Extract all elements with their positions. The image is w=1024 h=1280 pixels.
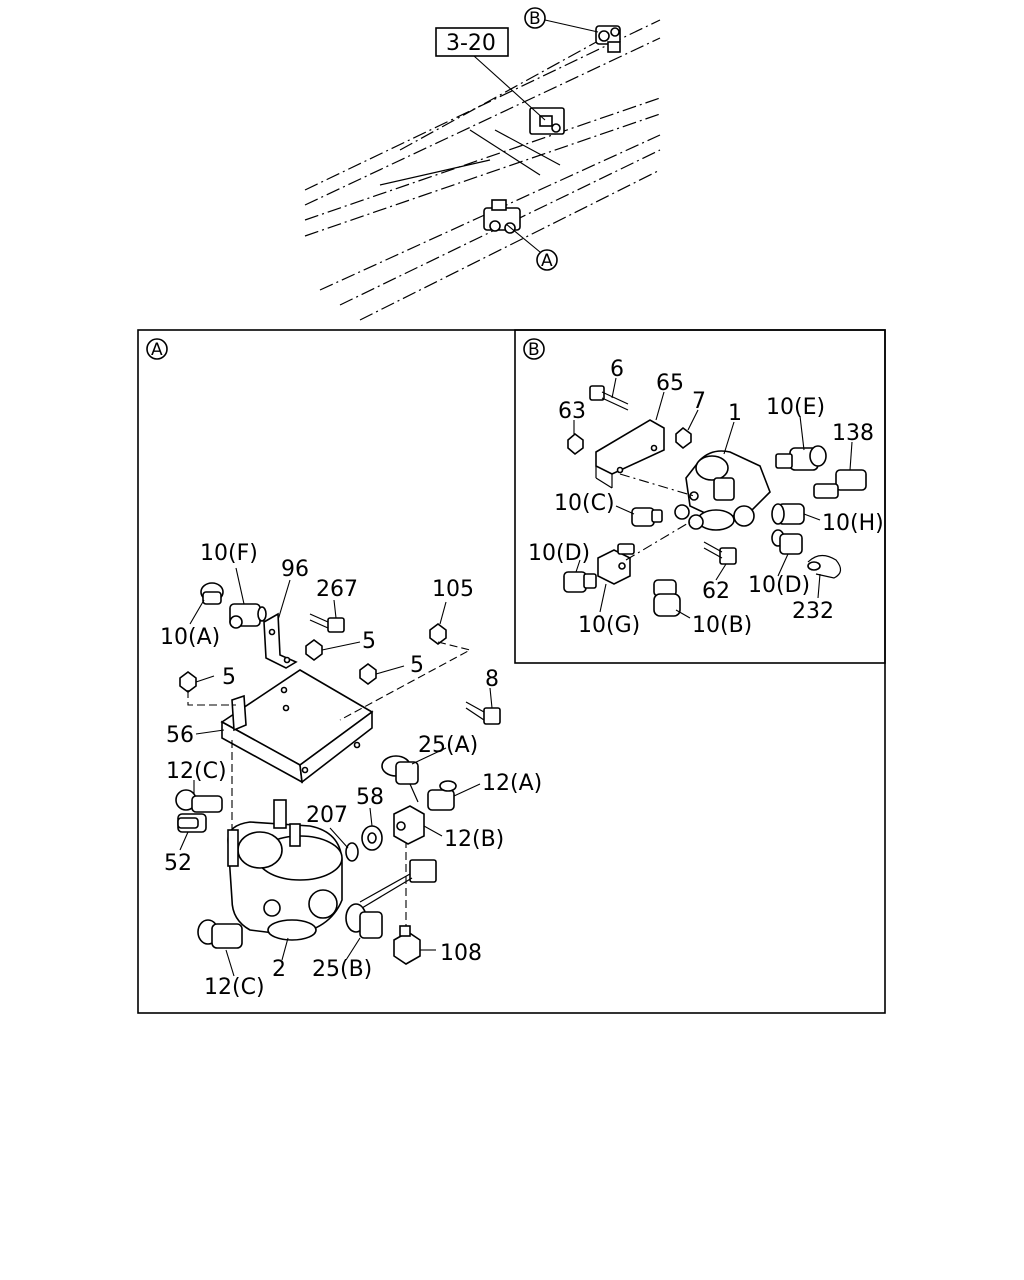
label-8: 8 (485, 667, 499, 692)
label-10e: 10(E) (766, 395, 825, 420)
fitting-10h[interactable] (771, 503, 805, 525)
label-63: 63 (558, 399, 586, 424)
label-12b: 12(B) (444, 827, 504, 852)
label-96: 96 (281, 557, 309, 582)
overview-valve-b (595, 25, 621, 53)
label-62: 62 (702, 579, 730, 604)
label-207: 207 (306, 803, 348, 828)
label-7: 7 (692, 389, 706, 414)
label-10h: 10(H) (822, 511, 884, 536)
chassis-overview: 3-20 B A (304, 7, 661, 321)
nut-105[interactable] (429, 623, 447, 645)
label-267: 267 (316, 577, 358, 602)
label-5-a: 5 (362, 629, 376, 654)
fitting-10c[interactable] (631, 507, 663, 527)
label-1: 1 (728, 401, 742, 426)
label-10b: 10(B) (692, 613, 752, 638)
label-10d-right: 10(D) (748, 573, 810, 598)
fitting-108[interactable] (393, 925, 421, 965)
ref-box[interactable] (435, 27, 509, 57)
label-12c-bottom: 12(C) (204, 975, 265, 1000)
label-138: 138 (832, 421, 874, 446)
sensor-138[interactable] (813, 469, 867, 499)
label-12a: 12(A) (482, 771, 542, 796)
switch-25a[interactable] (381, 755, 419, 803)
panel-b-tag: B (528, 340, 540, 360)
overview-valve-a (483, 199, 521, 234)
callout-a-letter: A (541, 251, 553, 271)
overview-mid-assembly (529, 107, 565, 135)
label-10f: 10(F) (200, 541, 258, 566)
valve-1[interactable] (685, 450, 771, 531)
bracket-65[interactable] (595, 419, 665, 489)
fitting-10d-left[interactable] (563, 571, 597, 593)
label-10d-left: 10(D) (528, 541, 590, 566)
fitting-10d-right[interactable] (771, 529, 803, 555)
panel-a-tag: A (151, 340, 163, 360)
fitting-10b[interactable] (653, 579, 681, 617)
seal-58[interactable] (361, 825, 383, 851)
bracket-96[interactable] (263, 612, 298, 669)
label-108: 108 (440, 941, 482, 966)
label-5-b: 5 (222, 665, 236, 690)
panel-a: A (146, 338, 542, 1000)
connector-harness[interactable] (359, 859, 437, 909)
bolt-8[interactable] (465, 701, 501, 725)
panel-a-tag-circle (146, 338, 168, 360)
label-12c-top: 12(C) (166, 759, 227, 784)
fitting-10g[interactable] (597, 543, 635, 585)
label-10g: 10(G) (578, 613, 640, 638)
bolt-6[interactable] (589, 385, 629, 411)
fitting-12c-bottom[interactable] (197, 919, 243, 949)
label-52: 52 (164, 851, 192, 876)
nipple-52[interactable] (177, 817, 199, 829)
nut-5-b[interactable] (179, 671, 197, 693)
label-56: 56 (166, 723, 194, 748)
panel-b-frame (514, 329, 886, 664)
label-6: 6 (610, 357, 624, 382)
label-10c: 10(C) (554, 491, 615, 516)
label-2: 2 (272, 957, 286, 982)
nut-5-c[interactable] (359, 663, 377, 685)
fitting-12b[interactable] (393, 805, 425, 845)
valve-body-2[interactable] (227, 799, 343, 941)
panel-b: B (523, 338, 884, 638)
switch-25b[interactable] (345, 903, 383, 939)
ref-box-label: 3-20 (446, 31, 496, 56)
nut-7[interactable] (675, 426, 692, 450)
label-58: 58 (356, 785, 384, 810)
fitting-10f[interactable] (229, 603, 267, 629)
callout-a-circle[interactable] (536, 249, 558, 271)
label-5-c: 5 (410, 653, 424, 678)
ring-207[interactable] (345, 842, 359, 862)
callout-b-letter: B (529, 9, 541, 29)
panel-b-tag-circle (523, 338, 545, 360)
clip-232[interactable] (807, 554, 842, 579)
label-105: 105 (432, 577, 474, 602)
label-25a: 25(A) (418, 733, 478, 758)
callout-b-circle[interactable] (524, 7, 546, 29)
bracket-plate-56[interactable] (220, 669, 374, 784)
bolt-62[interactable] (703, 541, 737, 565)
label-10a: 10(A) (160, 625, 220, 650)
nut-63[interactable] (567, 432, 584, 456)
fitting-10a[interactable] (200, 582, 224, 605)
label-65: 65 (656, 371, 684, 396)
nut-5-a[interactable] (305, 639, 323, 661)
label-232: 232 (792, 599, 834, 624)
bolt-267[interactable] (309, 613, 345, 633)
label-25b: 25(B) (312, 957, 372, 982)
fitting-12a[interactable] (427, 780, 457, 811)
detail-frame (137, 329, 886, 1014)
fitting-10e[interactable] (775, 445, 827, 471)
